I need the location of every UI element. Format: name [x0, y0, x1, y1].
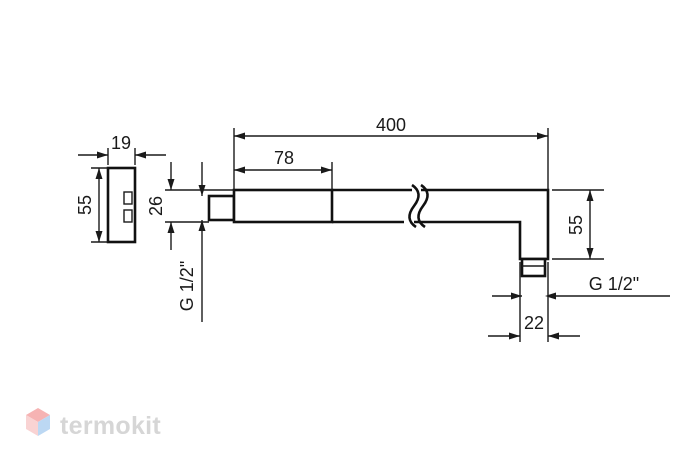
termokit-logo-icon: [26, 408, 50, 436]
dim-label-400: 400: [376, 115, 406, 135]
dim-outlet-thread: G 1/2": [492, 274, 670, 300]
dim-label-78: 78: [274, 148, 294, 168]
dim-label-26: 26: [146, 196, 166, 216]
dim-inlet-thread: G 1/2": [177, 162, 206, 322]
dim-total-length: 400: [233, 115, 549, 190]
dim-label-19: 19: [111, 133, 131, 153]
dim-label-55-drop: 55: [566, 215, 586, 235]
watermark-brand: termokit: [60, 411, 162, 440]
dim-wall-plate-width: 19: [78, 133, 166, 165]
dim-drop-height: 55: [552, 189, 604, 260]
dim-outlet-width: 22: [488, 262, 580, 342]
dim-tube-height: 26: [146, 162, 234, 250]
dim-flange-length: 78: [234, 148, 333, 190]
dim-label-outlet-thread: G 1/2": [589, 274, 639, 294]
dim-label-inlet-thread: G 1/2": [177, 261, 197, 311]
dim-wall-plate-height: 55: [75, 167, 108, 243]
dim-label-55-plate: 55: [75, 195, 95, 215]
dim-label-22: 22: [524, 313, 544, 333]
watermark: termokit: [24, 406, 161, 446]
wall-plate: [106, 166, 137, 244]
shower-arm: [207, 183, 550, 278]
